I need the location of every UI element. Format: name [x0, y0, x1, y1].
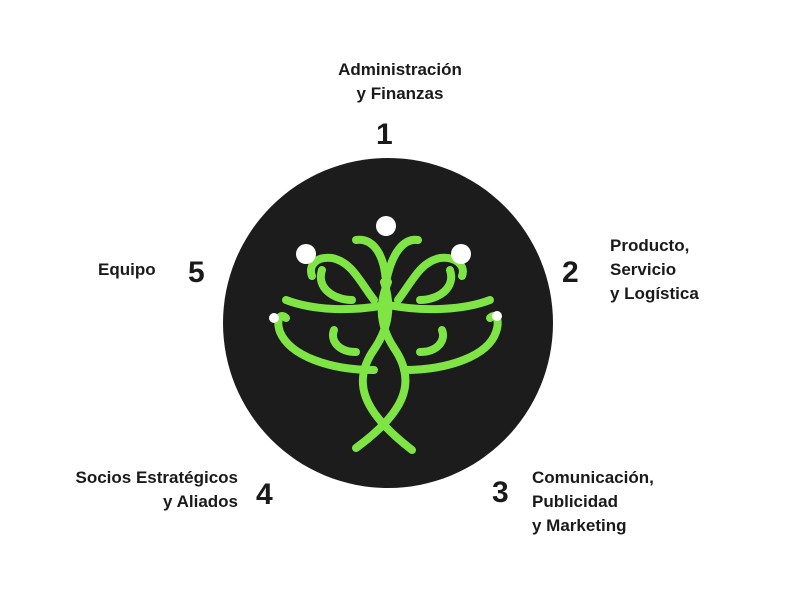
tree-figure — [274, 235, 502, 454]
area-1-line-2: y Finanzas — [356, 84, 444, 103]
area-4-line-2: y Aliados — [163, 492, 238, 511]
area-1-label: Administración y Finanzas — [300, 58, 500, 106]
tree-dots — [269, 216, 502, 323]
area-5-line-1: Equipo — [98, 260, 156, 279]
area-5-label: Equipo — [98, 258, 156, 282]
dot-left — [296, 244, 316, 264]
area-2-line-1: Producto, — [610, 236, 690, 255]
area-3-number: 3 — [492, 476, 509, 509]
area-3-line-1: Comunicación, — [532, 468, 654, 487]
dot-top — [376, 216, 396, 236]
area-3-label: Comunicación, Publicidad y Marketing — [532, 466, 654, 538]
area-4-label: Socios Estratégicos y Aliados — [75, 466, 238, 514]
dot-far-right — [492, 311, 502, 321]
area-4-line-1: Socios Estratégicos — [75, 468, 238, 487]
dot-far-left — [269, 313, 279, 323]
area-2-line-2: Servicio — [610, 260, 677, 279]
area-2-line-3: y Logística — [610, 284, 699, 303]
area-5-number: 5 — [188, 256, 205, 289]
area-2-label: Producto, Servicio y Logística — [610, 234, 699, 306]
area-4-number: 4 — [256, 478, 273, 511]
area-3-line-3: y Marketing — [532, 516, 627, 535]
area-1-line-1: Administración — [338, 60, 462, 79]
dot-right — [451, 244, 471, 264]
area-3-line-2: Publicidad — [532, 492, 618, 511]
area-2-number: 2 — [562, 256, 579, 289]
area-1-number: 1 — [376, 118, 393, 151]
